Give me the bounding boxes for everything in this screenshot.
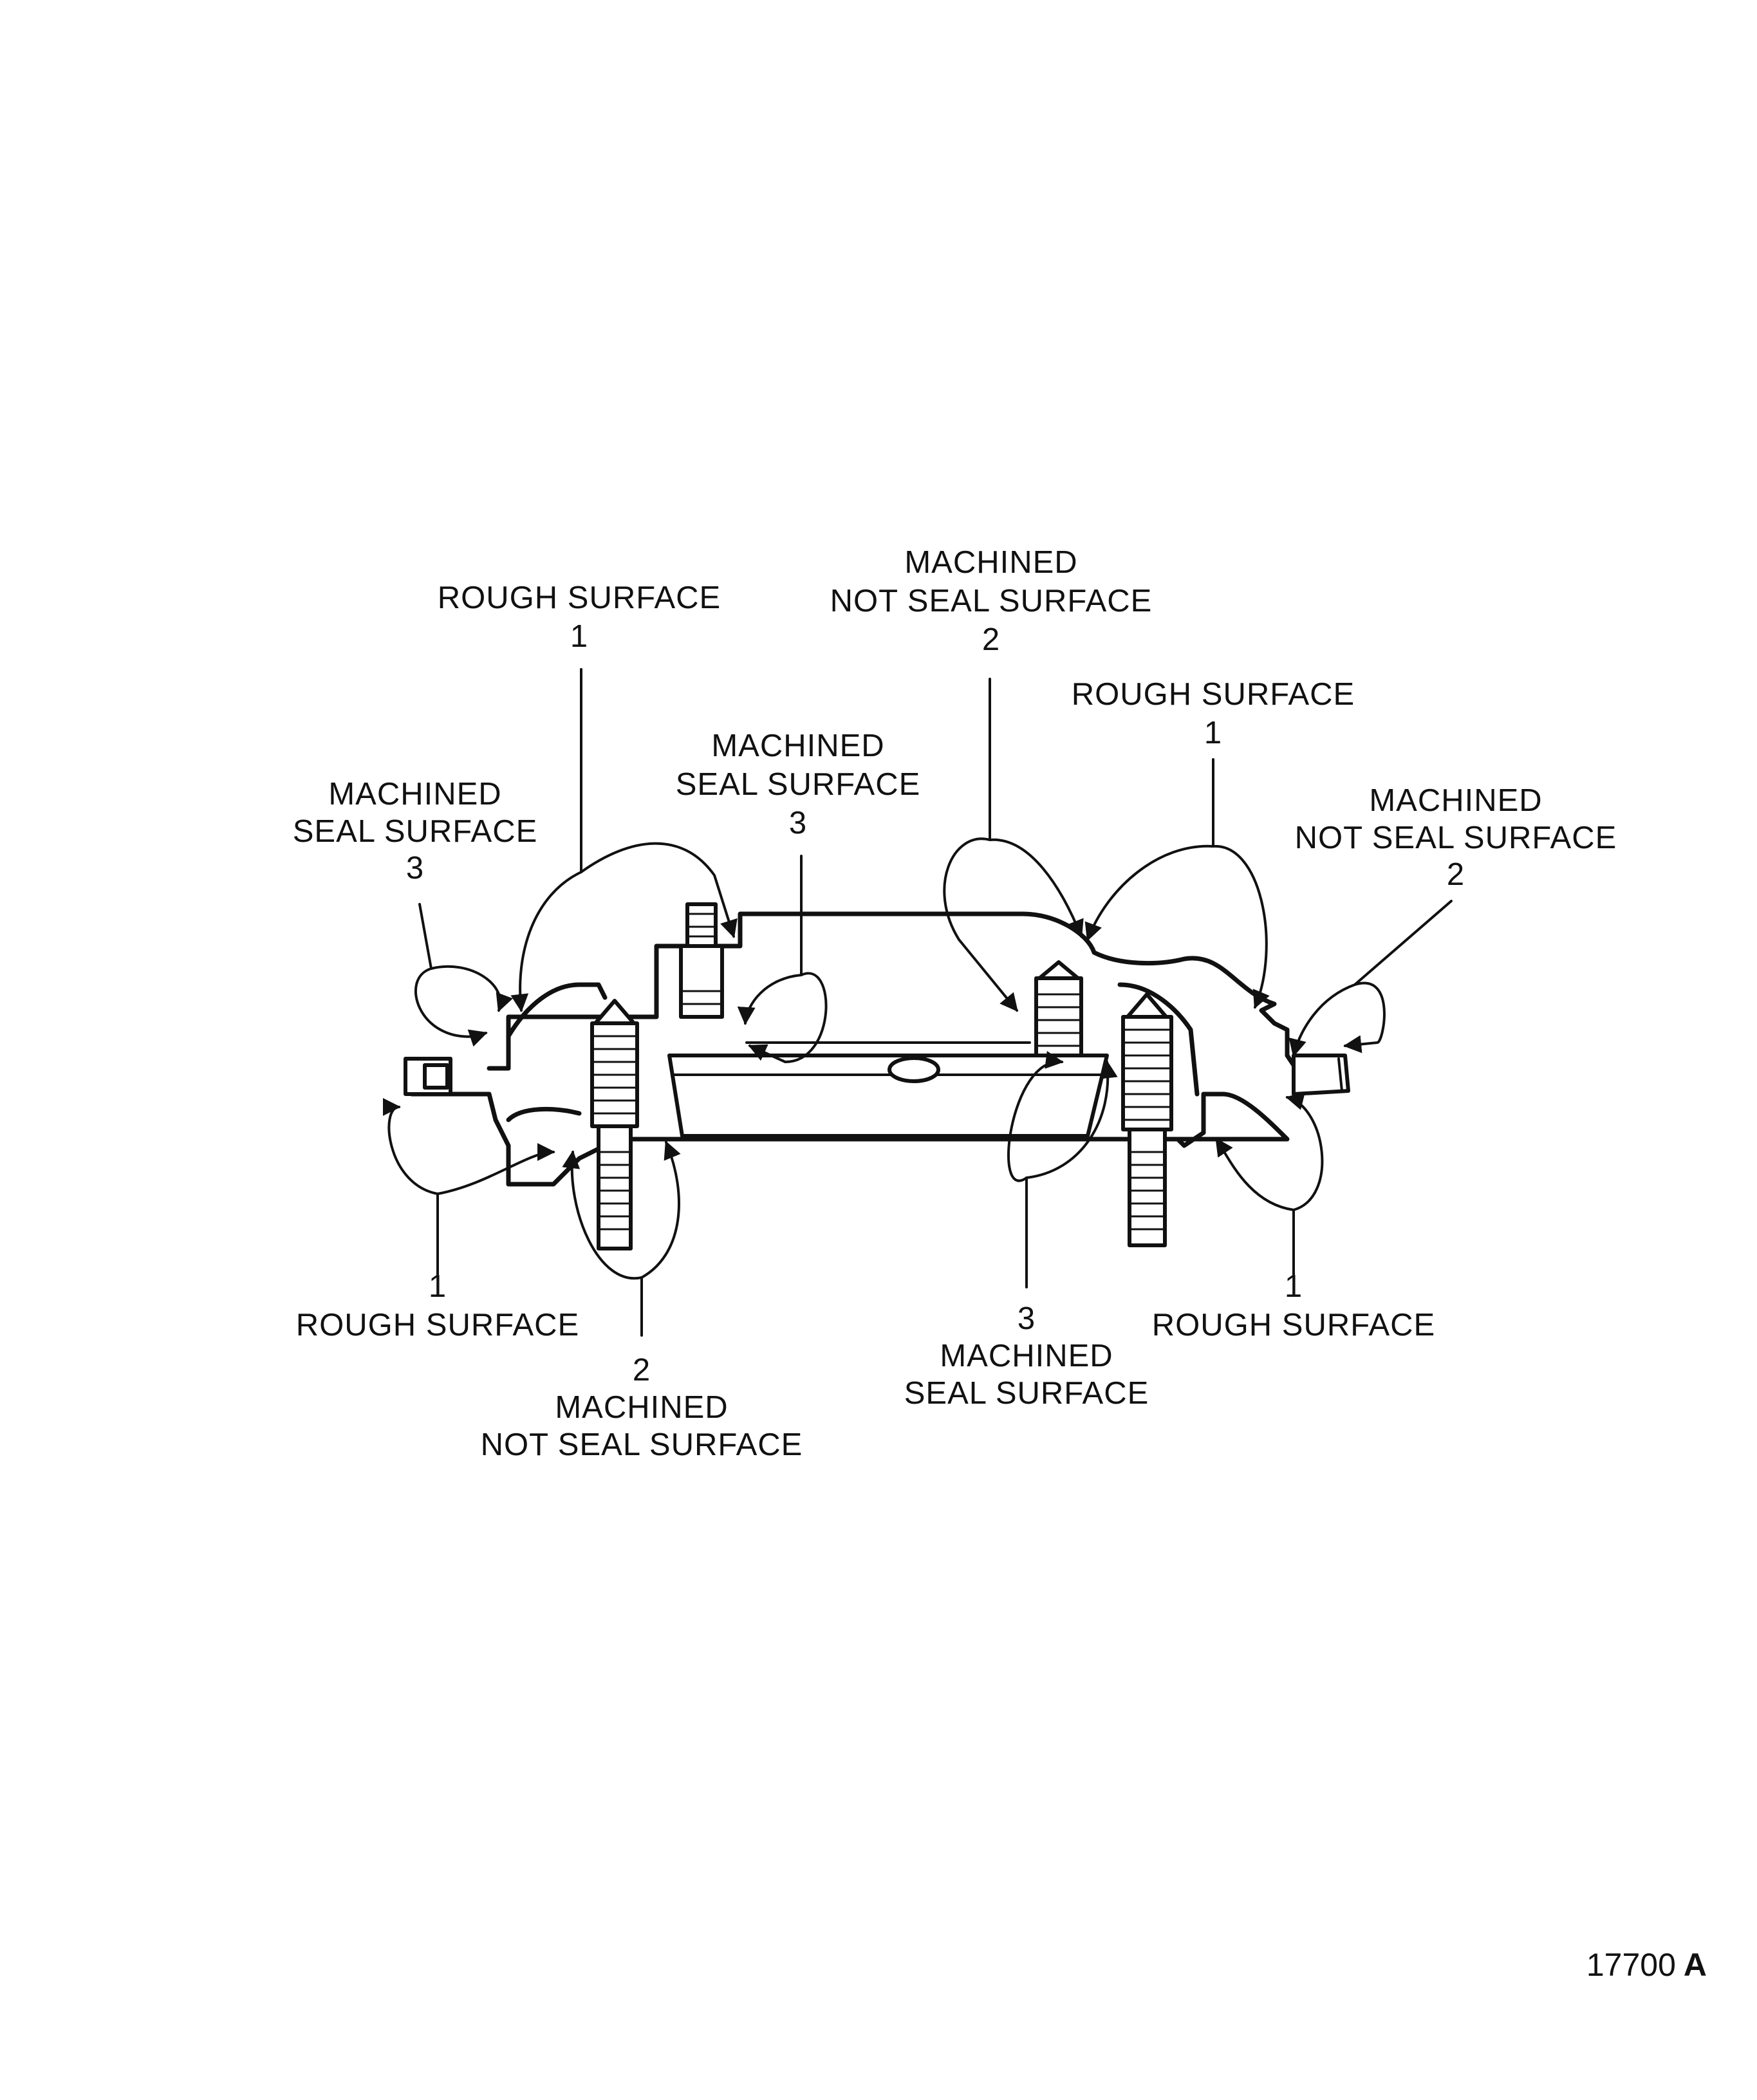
label-rough-bottom-right-text: ROUGH SURFACE bbox=[1152, 1308, 1435, 1343]
label-machined-ns-top-number: 2 bbox=[982, 622, 1000, 657]
label-machined-ns-top-line2: NOT SEAL SURFACE bbox=[830, 584, 1153, 618]
label-machined-ns-bottom-line2: NOT SEAL SURFACE bbox=[481, 1427, 803, 1462]
label-rough-bottom-left-text: ROUGH SURFACE bbox=[296, 1308, 579, 1343]
label-rough-top-left-number: 1 bbox=[570, 619, 588, 654]
oil-hole bbox=[888, 1056, 940, 1083]
label-rough-top-left-text: ROUGH SURFACE bbox=[438, 581, 721, 615]
right-stud bbox=[1121, 992, 1173, 1247]
right-flange bbox=[1292, 1054, 1350, 1096]
label-machined-seal-left-line2: SEAL SURFACE bbox=[293, 814, 538, 849]
right-upper-stud bbox=[1034, 960, 1083, 1057]
label-machined-seal-bottom-line1: MACHINED bbox=[940, 1339, 1113, 1373]
label-machined-ns-right-number: 2 bbox=[1447, 857, 1465, 892]
housing-upper-outline bbox=[487, 911, 1296, 1071]
figure-number-digits: 17700 bbox=[1586, 1947, 1676, 1983]
label-machined-ns-bottom-number: 2 bbox=[633, 1353, 651, 1388]
label-machined-seal-left-line1: MACHINED bbox=[328, 777, 501, 812]
callout-labels: ROUGH SURFACE 1 MACHINED NOT SEAL SURFAC… bbox=[293, 545, 1617, 1462]
left-stud bbox=[590, 999, 639, 1250]
housing-lower-outline bbox=[409, 1092, 1290, 1187]
label-machined-seal-left-number: 3 bbox=[406, 851, 424, 886]
label-machined-seal-bottom-line2: SEAL SURFACE bbox=[904, 1376, 1149, 1411]
label-rough-bottom-right-number: 1 bbox=[1285, 1269, 1303, 1304]
label-machined-ns-right-line1: MACHINED bbox=[1369, 783, 1542, 818]
label-rough-top-right-number: 1 bbox=[1204, 716, 1222, 750]
top-stud bbox=[679, 902, 724, 1019]
leader-lines bbox=[382, 668, 1453, 1337]
studs bbox=[590, 902, 1173, 1250]
label-rough-bottom-left-number: 1 bbox=[429, 1269, 447, 1304]
label-machined-seal-bottom-number: 3 bbox=[1018, 1301, 1036, 1336]
label-machined-ns-top-line1: MACHINED bbox=[904, 545, 1077, 580]
label-machined-ns-bottom-line1: MACHINED bbox=[555, 1390, 728, 1425]
label-machined-seal-mid-line1: MACHINED bbox=[711, 729, 884, 763]
label-rough-top-right-text: ROUGH SURFACE bbox=[1072, 677, 1355, 712]
housing-cross-section bbox=[404, 911, 1350, 1187]
left-flange-detail bbox=[423, 1063, 449, 1090]
figure-number-suffix: A bbox=[1684, 1947, 1707, 1983]
label-machined-seal-mid-number: 3 bbox=[789, 806, 807, 841]
label-machined-ns-right-line2: NOT SEAL SURFACE bbox=[1295, 821, 1617, 855]
label-machined-seal-mid-line2: SEAL SURFACE bbox=[676, 767, 921, 802]
